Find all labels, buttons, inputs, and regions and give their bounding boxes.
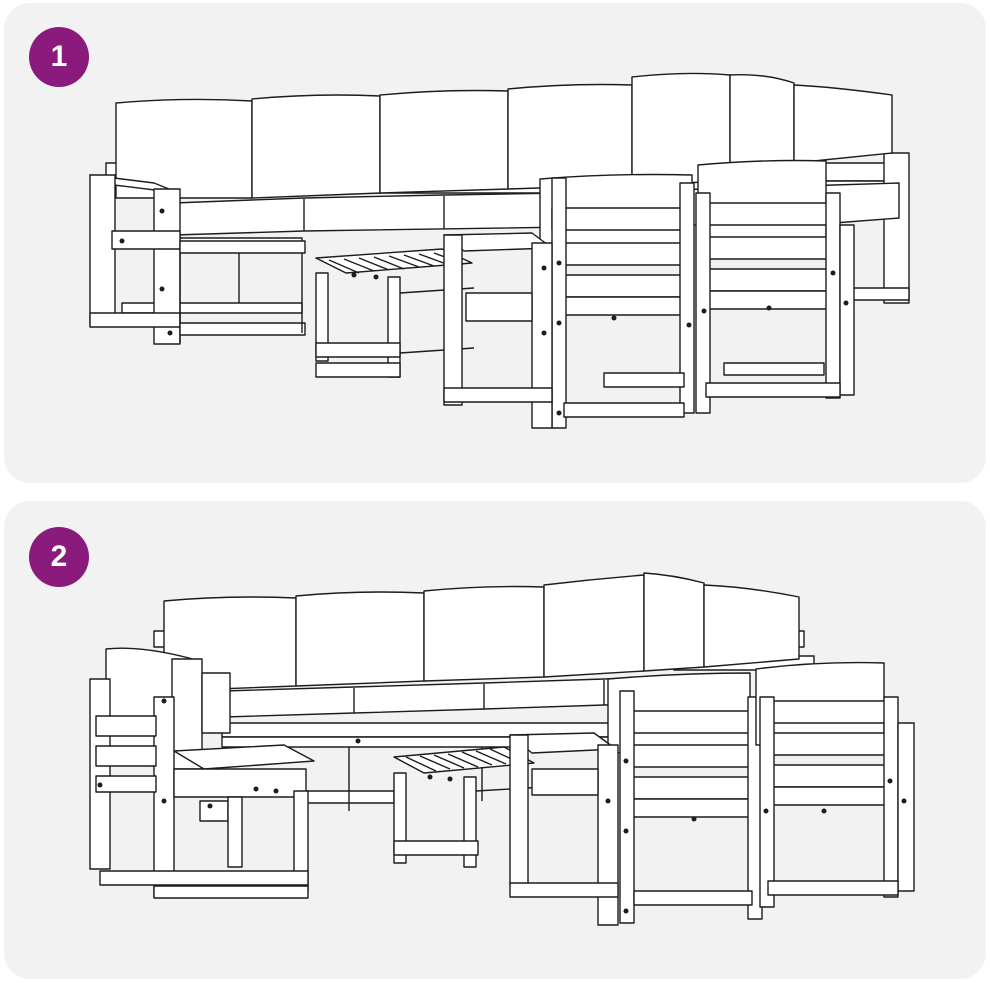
coffee-table (316, 249, 474, 377)
step-panel-1: 1 (4, 3, 986, 483)
front-chair-left (510, 673, 762, 925)
coffee-table (394, 747, 544, 867)
front-chair-right (756, 663, 914, 907)
back-cushions (164, 573, 799, 691)
step-number-badge: 2 (29, 527, 89, 587)
left-armrest (90, 175, 305, 344)
step-number-badge: 1 (29, 27, 89, 87)
bolt-markers (97, 698, 907, 914)
bolt-markers (119, 208, 849, 416)
front-chair-left (444, 175, 694, 429)
back-cushions (116, 73, 892, 198)
step-panel-2: 2 (4, 501, 986, 979)
corner-chair (90, 648, 314, 898)
sofa-set-illustration-2 (4, 501, 986, 979)
sofa-set-illustration-1 (4, 3, 986, 483)
front-chair-right (696, 161, 854, 414)
